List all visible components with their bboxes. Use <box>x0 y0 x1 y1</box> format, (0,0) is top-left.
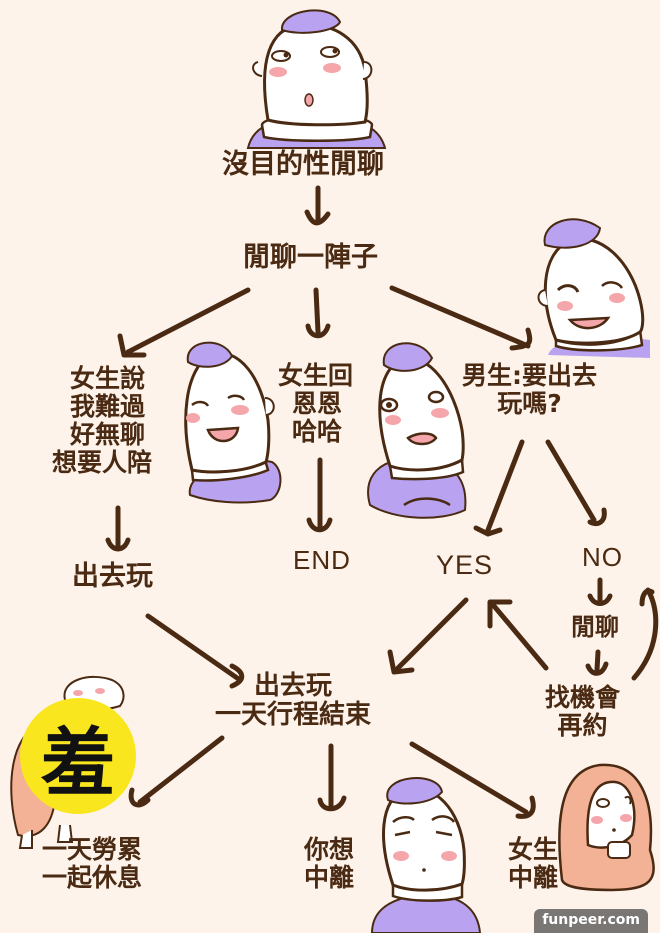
node-girl-leaves-line-2: 中離 <box>508 863 559 892</box>
node-girl-sad-line-1: 女生說 <box>70 364 146 393</box>
arrow-chat-to-boy-asks <box>389 285 533 351</box>
node-start: 沒目的性閒聊 <box>222 149 384 180</box>
arrow-loop-back <box>631 587 659 681</box>
node-girl-replies-line-2: 恩恩 <box>292 389 343 418</box>
node-girl-replies-line-3: 哈哈 <box>292 417 343 446</box>
node-find-chance-line-1: 找機會 <box>545 683 621 712</box>
node-find-chance-line-2: 再約 <box>557 711 608 740</box>
node-day-over-line-2: 一天行程結束 <box>215 700 372 731</box>
node-girl-sad-line-2: 我難過 <box>70 392 146 421</box>
node-you-leave: 你想 中離 <box>304 836 354 892</box>
arrow-chat-again-to-findchance <box>585 649 609 676</box>
boy-sad-illustration <box>370 777 482 933</box>
node-yes: YES <box>436 550 494 580</box>
censor-badge-icon: 羞 <box>20 698 136 814</box>
girl-orange-hood-illustration <box>558 763 655 892</box>
node-rest-together-line-2: 一起休息 <box>42 863 143 892</box>
node-girl-sad-line-4: 想要人陪 <box>52 448 153 477</box>
arrows <box>105 185 659 819</box>
boy-shocked-illustration <box>367 342 467 519</box>
node-you-leave-line-1: 你想 <box>304 835 355 864</box>
node-girl-leaves: 女生 中離 <box>508 836 558 892</box>
arrow-yes-to-dayover <box>387 597 469 675</box>
node-rest-together-line-1: 一天勞累 <box>42 835 143 864</box>
node-chat-while: 閒聊一陣子 <box>243 242 378 273</box>
node-girl-sad-line-3: 好無聊 <box>70 420 146 449</box>
arrow-dayover-to-rest <box>128 735 225 808</box>
node-go-out: 出去玩 <box>72 561 153 592</box>
node-girl-sad: 女生說 我難過 好無聊 想要人陪 <box>52 365 152 477</box>
arrow-boy-asks-to-no <box>545 439 607 526</box>
node-you-leave-line-2: 中離 <box>304 863 355 892</box>
node-rest-together: 一天勞累 一起休息 <box>42 836 142 892</box>
node-no: NO <box>582 542 623 572</box>
arrow-dayover-to-girlleaves <box>409 741 536 819</box>
arrow-dayover-to-youleave <box>317 743 347 812</box>
arrow-chat-to-girl-replies <box>305 287 331 339</box>
censor-badge-label: 羞 <box>41 719 115 806</box>
node-day-over-line-1: 出去玩 <box>254 671 333 701</box>
arrow-girl-replies-to-end <box>306 457 333 533</box>
node-day-over: 出去玩 一天行程結束 <box>215 671 372 731</box>
boy-smirk-illustration <box>537 218 650 358</box>
arrow-start-to-chat <box>304 185 331 226</box>
node-girl-leaves-line-1: 女生 <box>508 835 559 864</box>
arrow-no-to-chat-again <box>587 577 613 606</box>
arrow-goout-to-dayover <box>145 613 245 689</box>
arrow-boy-asks-to-yes <box>473 439 525 537</box>
watermark: funpeer.com <box>534 909 648 933</box>
node-end: END <box>293 545 351 575</box>
node-girl-replies-line-1: 女生回 <box>278 361 354 390</box>
boy-thinking-illustration <box>246 9 387 149</box>
arrow-girl-sad-to-goout <box>105 505 131 552</box>
arrow-findchance-to-yes <box>487 599 549 671</box>
node-find-chance: 找機會 再約 <box>545 684 620 740</box>
node-boy-asks-line-1: 男生:要出去 <box>462 361 597 390</box>
node-boy-asks: 男生:要出去 玩嗎? <box>462 362 597 418</box>
boy-happy-illustration <box>184 341 282 504</box>
node-girl-replies: 女生回 恩恩 哈哈 <box>278 362 353 446</box>
node-chat-again: 閒聊 <box>571 613 619 641</box>
node-boy-asks-line-2: 玩嗎? <box>497 389 562 418</box>
arrow-chat-to-girl-sad <box>117 287 251 358</box>
